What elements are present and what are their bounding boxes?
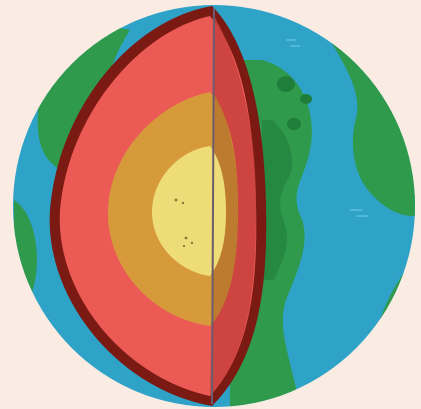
inner-core-layer xyxy=(152,146,226,276)
island-2 xyxy=(300,94,312,104)
continent-far-right xyxy=(330,40,415,216)
island-3 xyxy=(287,118,301,130)
continent-right-shade xyxy=(262,120,293,280)
cut-line xyxy=(211,7,215,405)
inner-core-dots xyxy=(174,198,194,248)
island-1 xyxy=(277,76,295,92)
cutaway-section xyxy=(49,6,267,406)
